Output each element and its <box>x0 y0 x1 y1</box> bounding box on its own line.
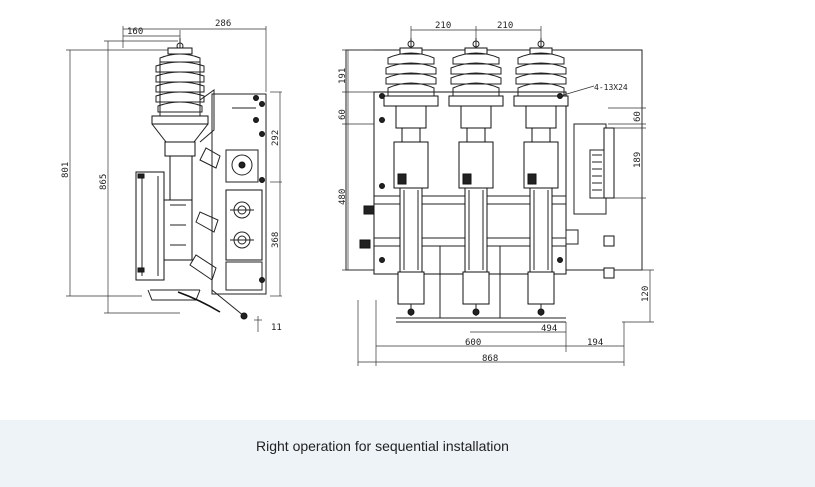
dim-191: 191 <box>338 68 348 84</box>
dim-368: 368 <box>271 232 281 248</box>
dim-60-right: 60 <box>633 111 643 122</box>
dim-292: 292 <box>271 130 281 146</box>
caption-band: Right operation for sequential installat… <box>0 420 815 487</box>
dim-194: 194 <box>587 338 603 348</box>
dim-210-left: 210 <box>435 21 451 31</box>
dim-494: 494 <box>541 324 557 334</box>
side-view: 160 286 801 865 <box>61 19 282 333</box>
front-view: 210 210 <box>338 21 654 366</box>
dim-868: 868 <box>482 354 498 364</box>
dim-120: 120 <box>641 286 651 302</box>
dim-210-right: 210 <box>497 21 513 31</box>
dim-480: 480 <box>338 189 348 205</box>
dim-160: 160 <box>127 27 143 37</box>
dim-11: 11 <box>271 323 282 333</box>
pole-2 <box>448 38 504 316</box>
dim-600: 600 <box>465 338 481 348</box>
dim-865: 865 <box>99 174 109 190</box>
dim-801: 801 <box>61 162 71 178</box>
caption-text: Right operation for sequential installat… <box>256 438 509 454</box>
pole-1 <box>383 38 439 316</box>
technical-drawing: 160 286 801 865 <box>61 19 654 366</box>
dim-4-13x24: 4-13X24 <box>594 83 628 92</box>
pole-3 <box>513 38 569 316</box>
dim-286: 286 <box>215 19 231 29</box>
dim-189: 189 <box>633 152 643 168</box>
dim-60-left: 60 <box>338 109 348 120</box>
